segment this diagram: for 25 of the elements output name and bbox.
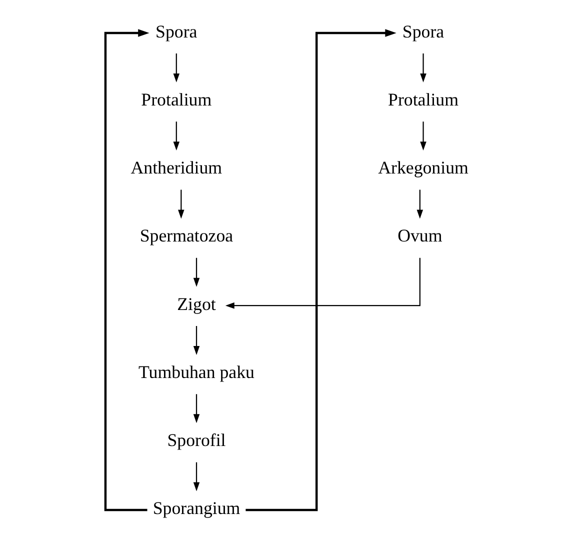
arrow <box>178 190 184 219</box>
node-text: Ovum <box>398 226 442 246</box>
arrow <box>104 29 150 512</box>
node-text: Tumbuhan paku <box>138 362 254 382</box>
node-text: Protalium <box>388 89 458 110</box>
node-text: Antheridium <box>130 158 222 178</box>
node-text: Sporangium <box>152 498 240 518</box>
node-text: Zigot <box>177 294 216 314</box>
arrow <box>420 53 426 82</box>
node-text: Arkegonium <box>378 158 468 178</box>
arrow <box>246 29 396 512</box>
arrow <box>225 258 420 309</box>
node-text: Spermatozoa <box>140 226 234 246</box>
arrow <box>420 122 426 151</box>
arrow <box>193 326 200 355</box>
arrow <box>193 258 200 287</box>
arrow <box>193 462 200 492</box>
arrow <box>173 122 180 151</box>
arrow <box>193 394 200 424</box>
node-text: Protalium <box>141 89 212 110</box>
node-text: Spora <box>156 21 198 42</box>
node-text: Sporofil <box>167 430 226 450</box>
arrow <box>416 190 424 219</box>
node-text: Spora <box>402 21 444 42</box>
arrow <box>173 53 180 82</box>
